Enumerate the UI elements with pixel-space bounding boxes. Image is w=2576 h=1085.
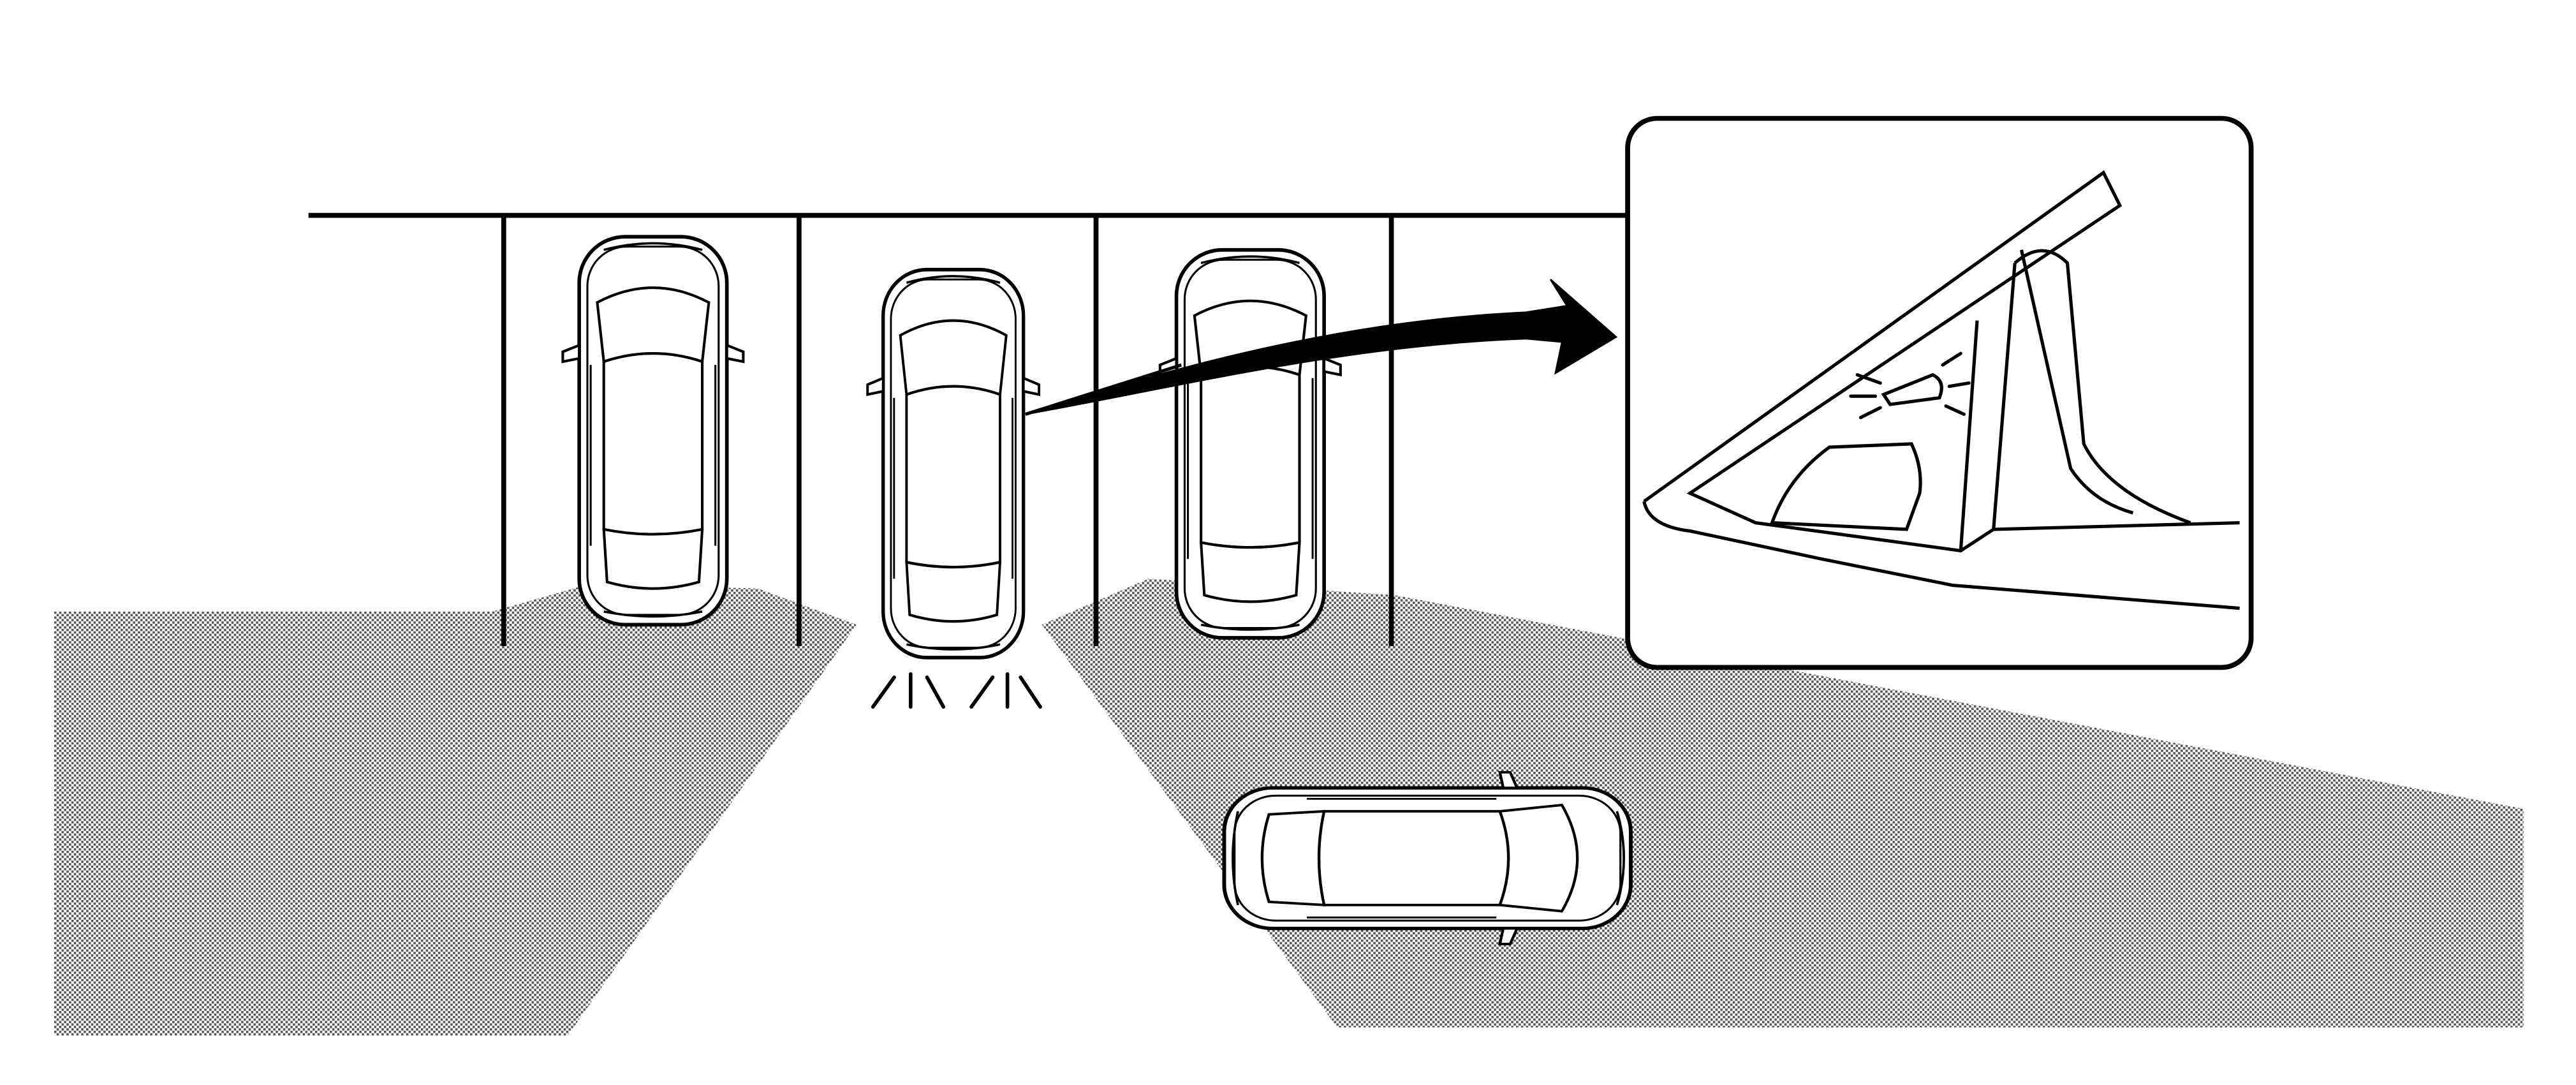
mirror-indicator-light-icon xyxy=(1849,351,1971,420)
reverse-warning-lines xyxy=(871,672,1042,709)
inset-mirror-view xyxy=(1642,170,2240,610)
parked-car-left xyxy=(563,237,743,624)
parked-car-right xyxy=(1160,250,1341,638)
approaching-car xyxy=(1224,772,1630,944)
callout-arrow xyxy=(1025,279,1618,415)
parked-car-own xyxy=(867,270,1039,658)
detection-zone-left xyxy=(54,583,857,1036)
